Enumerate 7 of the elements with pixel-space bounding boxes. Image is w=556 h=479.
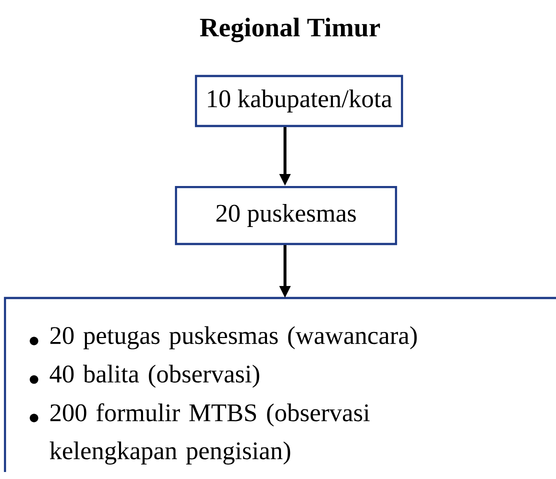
- process-box: 10 kabupaten/kota: [194, 74, 404, 128]
- list-item: 200 formulir MTBS (observasi kelengkapan pengisian): [50, 403, 370, 465]
- process-box: 20 puskesmas: [174, 186, 398, 246]
- list-item: 40 balita (observasi): [50, 364, 260, 388]
- title: Regional Timur: [200, 18, 380, 42]
- list-box: [4, 296, 556, 472]
- list-item: 20 petugas puskesmas (wawancara): [50, 326, 417, 350]
